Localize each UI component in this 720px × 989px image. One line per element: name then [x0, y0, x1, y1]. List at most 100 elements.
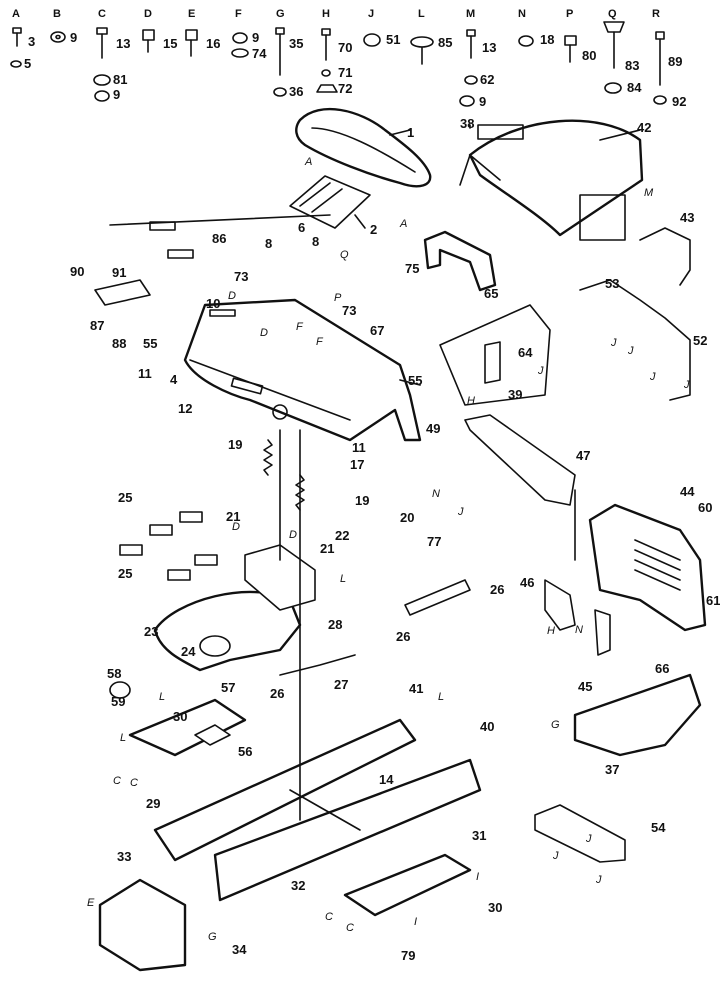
hardware-header: A [12, 8, 20, 20]
spring-left [263, 439, 273, 476]
reference-letter: J [585, 833, 592, 845]
hardware-header: R [652, 8, 660, 20]
callout-number: 11 [352, 440, 366, 455]
callout-number: 53 [605, 276, 619, 291]
reference-letter: L [159, 691, 165, 703]
reference-letter: C [113, 775, 121, 787]
reference-letter: L [340, 573, 346, 585]
callout-number: 14 [379, 772, 394, 787]
callout-number: 20 [400, 510, 414, 525]
callout-number: 87 [90, 318, 104, 333]
callout-number: 49 [426, 421, 440, 436]
callout-number: 75 [405, 261, 419, 276]
callout-number: 46 [520, 575, 534, 590]
callout-number: 77 [427, 534, 441, 549]
callout-number: 90 [70, 264, 84, 279]
callout-number: 22 [335, 528, 349, 543]
leader-lines [109, 124, 641, 821]
front-plate [98, 878, 187, 972]
callout-number: 6 [298, 220, 305, 235]
callout-number: 26 [270, 686, 284, 701]
front-bumper [573, 673, 702, 757]
callout-number: 31 [472, 828, 486, 843]
callout-number: 8 [312, 234, 319, 249]
callout-number: 8 [265, 236, 272, 251]
hardware-icons [10, 21, 667, 107]
callout-number: 26 [396, 629, 410, 644]
hardware-part-number: 71 [338, 65, 352, 80]
callout-number: 45 [578, 679, 592, 694]
reference-letter: L [120, 732, 126, 744]
callout-number: 23 [144, 624, 158, 639]
hardware-part-number: 9 [113, 87, 120, 102]
hardware-part-number: 81 [113, 72, 127, 87]
hose-27 [279, 654, 356, 676]
callout-number: 42 [637, 120, 651, 135]
callout-number: 29 [146, 796, 160, 811]
decal-86b [167, 249, 194, 259]
callout-number: 79 [401, 948, 415, 963]
reference-letter: Q [340, 249, 349, 261]
reference-letter: J [649, 371, 656, 383]
bracket-87 [94, 279, 151, 306]
callout-number: 2 [370, 222, 377, 237]
callout-number: 11 [138, 366, 152, 381]
hardware-header: Q [608, 8, 617, 20]
hardware-header: N [518, 8, 526, 20]
hardware-part-number: 51 [386, 32, 400, 47]
hardware-part-number: 9 [70, 30, 77, 45]
callout-number: 67 [370, 323, 384, 338]
reference-letter: E [87, 897, 95, 909]
callout-number: 65 [484, 286, 498, 301]
hardware-part-number: 9 [252, 30, 259, 45]
hardware-part-number: 35 [289, 36, 303, 51]
hardware-part-number: 13 [482, 40, 496, 55]
callout-number: 56 [238, 744, 252, 759]
fender-deck [183, 298, 422, 442]
callout-number: 4 [170, 372, 178, 387]
callout-number: 37 [605, 762, 619, 777]
callout-number: 47 [576, 448, 590, 463]
callout-number: 34 [232, 942, 247, 957]
callout-number: 32 [291, 878, 305, 893]
callout-number: 58 [107, 666, 121, 681]
callout-number: 91 [112, 265, 126, 280]
callout-number: 55 [143, 336, 157, 351]
callout-number: 54 [651, 820, 666, 835]
callout-number: 43 [680, 210, 694, 225]
callout-number: 26 [490, 582, 504, 597]
callout-number: 60 [698, 500, 712, 515]
hardware-part-number: 36 [289, 84, 303, 99]
reference-letter: D [232, 521, 240, 533]
tab-25c [119, 544, 143, 556]
reference-letter: J [595, 874, 602, 886]
footpad-right [343, 853, 472, 917]
tab-25e [167, 569, 191, 581]
callout-number: 19 [355, 493, 369, 508]
hardware-header: L [418, 8, 425, 20]
frame-rail-left [153, 718, 417, 862]
reference-letter: F [316, 336, 324, 348]
hardware-part-number: 89 [668, 54, 682, 69]
reference-letter: J [537, 365, 544, 377]
callout-number: 21 [226, 509, 240, 524]
reference-letter: I [476, 871, 479, 883]
callout-number: 39 [508, 387, 522, 402]
reference-letter: A [304, 156, 312, 168]
reference-letter: I [414, 916, 417, 928]
callout-number: 88 [112, 336, 126, 351]
callout-number: 25 [118, 566, 132, 581]
callout-number: 86 [212, 231, 226, 246]
reference-letter: C [130, 777, 138, 789]
dash-panel [439, 304, 551, 406]
callout-number: 52 [693, 333, 707, 348]
reference-letter: M [644, 187, 654, 199]
bracket-45 [594, 609, 611, 656]
callout-number: 55 [408, 373, 422, 388]
hardware-header: B [53, 8, 61, 20]
bracket-46 [544, 579, 576, 631]
hardware-part-number: 70 [338, 40, 352, 55]
grille-housing [588, 503, 707, 632]
